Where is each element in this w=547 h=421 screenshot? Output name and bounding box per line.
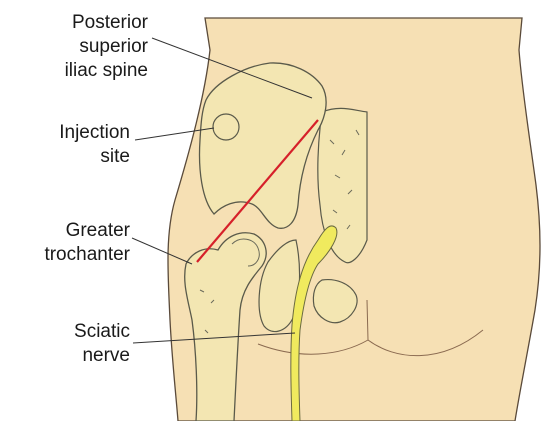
psis-label-line3: iliac spine <box>65 60 148 81</box>
psis-label-line2: superior <box>79 36 148 57</box>
sciatic-label-line2: nerve <box>82 345 130 366</box>
sciatic-label-line1: Sciatic <box>74 321 130 342</box>
injection-label-line1: Injection <box>59 122 130 143</box>
trochanter-label-line1: Greater <box>66 220 131 241</box>
trochanter-label-line2: trochanter <box>44 244 130 265</box>
injection-label-line2: site <box>100 146 130 167</box>
psis-label-line1: Posterior <box>72 12 149 33</box>
